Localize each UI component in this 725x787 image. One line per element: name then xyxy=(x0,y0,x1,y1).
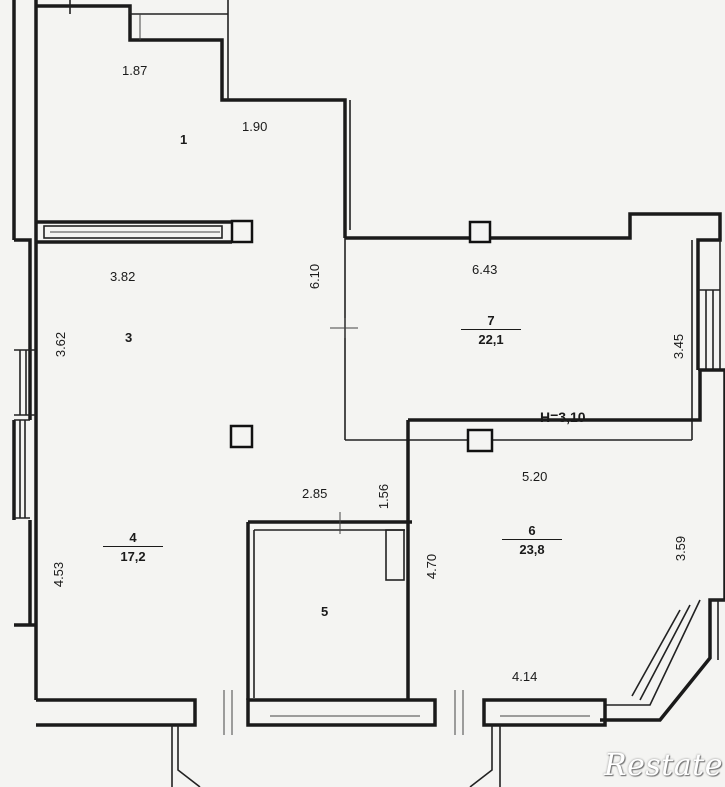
room-4-label: 4 17,2 xyxy=(103,530,163,564)
wall-room5 xyxy=(246,520,412,700)
outer-wall-left xyxy=(12,0,38,240)
balcony-left xyxy=(171,725,201,787)
room-number-7: 7 xyxy=(461,313,521,330)
room-number-3: 3 xyxy=(125,330,133,345)
window-left-lower xyxy=(14,419,30,519)
dim-6-10: 6.10 xyxy=(307,263,323,290)
wall-room1-detail xyxy=(69,0,351,230)
room-number-1: 1 xyxy=(180,132,188,147)
room-area-4: 17,2 xyxy=(120,549,146,564)
dim-4-70: 4.70 xyxy=(424,553,440,580)
dim-3-45: 3.45 xyxy=(671,333,687,360)
dim-3-82: 3.82 xyxy=(110,269,136,284)
room-area-7: 22,1 xyxy=(478,332,504,347)
window-room6-right xyxy=(710,599,725,660)
shaft xyxy=(385,529,405,581)
outer-wall-left-lower xyxy=(12,222,38,700)
dim-3-59: 3.59 xyxy=(673,535,689,562)
pillar-1 xyxy=(230,219,254,244)
ceiling-height: H=3,10 xyxy=(540,409,586,425)
restate-watermark: Restate xyxy=(604,748,723,783)
wall-room7 xyxy=(345,212,722,370)
dim-4-14: 4.14 xyxy=(512,669,538,684)
room-number-4: 4 xyxy=(103,530,163,547)
wall-bottom xyxy=(36,698,607,727)
pillar-4 xyxy=(229,424,254,449)
dim-1-90: 1.90 xyxy=(242,119,268,134)
dim-1-56: 1.56 xyxy=(376,483,392,510)
room-number-5: 5 xyxy=(321,604,329,619)
window-right xyxy=(698,240,721,371)
pillar-3 xyxy=(466,428,494,453)
balcony-right xyxy=(469,725,501,787)
door-mark-7 xyxy=(330,318,358,338)
dim-6-43: 6.43 xyxy=(472,262,498,277)
window-left-upper xyxy=(14,349,36,416)
room-number-6: 6 xyxy=(502,523,562,540)
wall-room5-inner xyxy=(253,529,405,698)
room-7-label: 7 22,1 xyxy=(461,313,521,347)
partition-1-3 xyxy=(36,220,232,244)
door-mark-bottom-1 xyxy=(223,690,233,735)
pillar-2 xyxy=(468,220,492,244)
dim-2-85: 2.85 xyxy=(302,486,328,501)
door-mark-bottom-2 xyxy=(454,690,464,735)
wall-room7-right-inner xyxy=(344,238,693,441)
built-in-closet xyxy=(43,225,223,239)
dim-4-53: 4.53 xyxy=(51,561,67,588)
wall-room1-top xyxy=(36,4,347,238)
dim-5-20: 5.20 xyxy=(522,469,548,484)
wall-room6-bay xyxy=(605,599,701,706)
dim-1-87: 1.87 xyxy=(122,63,148,78)
room-6-label: 6 23,8 xyxy=(502,523,562,557)
wall-room6 xyxy=(406,368,725,722)
dim-3-62: 3.62 xyxy=(53,331,69,358)
room-area-6: 23,8 xyxy=(519,542,545,557)
